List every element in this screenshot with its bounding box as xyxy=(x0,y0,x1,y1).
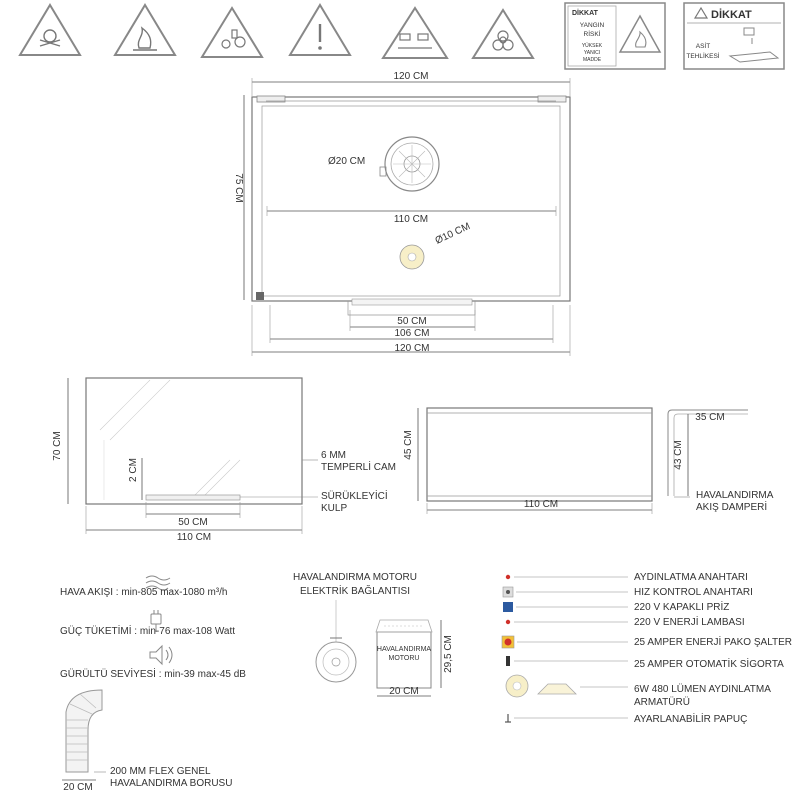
fuse-icon xyxy=(506,656,510,666)
sliding-handle xyxy=(145,494,241,501)
legend-socket: 220 V KAPAKLI PRİZ xyxy=(634,600,729,613)
oxidizer-icon xyxy=(200,6,264,58)
top-view: 120 CM 75 CM Ø20 CM 110 CM xyxy=(233,71,571,356)
spec-noise: GÜRÜLTÜ SEVİYESİ : min-39 max-45 dB xyxy=(60,667,246,680)
glass-width-label: 110 CM xyxy=(177,532,211,543)
glass-panel xyxy=(85,377,303,505)
component-legend: AYDINLATMA ANAHTARI HIZ KONTROL ANAHTARI… xyxy=(501,572,792,725)
legend-fixture-2: ARMATÜRÜ xyxy=(634,696,690,708)
acid-sign-line2: TEHLİKESİ xyxy=(686,51,719,60)
legend-fixture-1: 6W 480 LÜMEN AYDINLATMA xyxy=(634,683,771,695)
fire-sign-line3: YÜKSEK xyxy=(582,42,603,49)
side-width-label: 110 CM xyxy=(524,499,558,510)
bottom-120-label: 120 CM xyxy=(394,343,429,354)
speaker-icon xyxy=(149,644,173,666)
damper-label-1: HAVALANDIRMA xyxy=(696,490,774,501)
cabinet-side-outline xyxy=(426,407,653,502)
acid-sign-header: DİKKAT xyxy=(711,8,752,21)
flammable-icon xyxy=(113,3,177,56)
plug-icon xyxy=(150,610,162,632)
light-switch-icon xyxy=(505,574,511,580)
acid-hand-icon xyxy=(728,27,780,63)
damper-depth-label: 35 CM xyxy=(695,412,724,423)
inner-width-label: 110 CM xyxy=(394,214,428,225)
damper-height-label: 43 CM xyxy=(673,440,684,469)
damper-label-2: AKIŞ DAMPERİ xyxy=(696,500,767,513)
power-lamp-icon xyxy=(505,619,511,625)
motor-body-label-1: HAVALANDIRMA xyxy=(377,646,432,653)
legend-pako-switch: 25 AMPER ENERJİ PAKO ŞALTER xyxy=(634,635,792,648)
toxic-skull-icon xyxy=(18,3,82,56)
lighting-fixture-icon xyxy=(505,674,577,698)
motor-width-label: 20 CM xyxy=(389,686,418,697)
motor-connection: HAVALANDIRMA MOTORU ELEKTRİK BAĞLANTISI … xyxy=(293,572,454,697)
front-glass-view: 70 CM 2 CM 50 CM 110 CM 6 MM TEMPERLİ CA… xyxy=(52,377,396,543)
legend-light-switch: AYDINLATMA ANAHTARI xyxy=(634,572,748,583)
acid-danger-sign: DİKKAT ASİT TEHLİKESİ xyxy=(683,2,785,70)
warning-triangle-icon xyxy=(693,6,709,19)
fan-diameter-label: Ø20 CM xyxy=(328,156,365,167)
flex-pipe-width-label: 20 CM xyxy=(63,782,92,793)
side-height-label: 45 CM xyxy=(403,430,414,459)
handle-height-label: 2 CM xyxy=(128,458,139,482)
specs-block: HAVA AKIŞI : min-805 max-1080 m³/h GÜÇ T… xyxy=(60,575,246,680)
fire-sign-header: DİKKAT xyxy=(572,9,599,17)
general-warning-icon xyxy=(288,3,352,56)
fire-sign-line4: YANICI xyxy=(584,50,600,56)
legend-fuse: 25 AMPER OTOMATİK SİGORTA xyxy=(634,657,784,670)
motor-body-label-2: MOTORU xyxy=(389,655,420,662)
handle-width-label: 50 CM xyxy=(397,316,426,327)
legend-speed-switch: HIZ KONTROL ANAHTARI xyxy=(634,587,753,598)
fire-sign-line1: YANGIN xyxy=(580,22,605,29)
motor-body: HAVALANDIRMA MOTORU xyxy=(375,619,433,689)
flex-pipe-label-2: HAVALANDIRMA BORUSU xyxy=(110,778,232,789)
handle-type-label-2: KULP xyxy=(321,503,347,514)
motor-title-1: HAVALANDIRMA MOTORU xyxy=(293,572,417,583)
socket-icon xyxy=(503,602,513,612)
fire-sign-line5: MADDE xyxy=(583,57,602,63)
side-view: 45 CM 110 CM 35 CM 43 CM HAVALANDIRMA AK… xyxy=(403,407,774,514)
legend-foot: AYARLANABİLİR PAPUÇ xyxy=(634,712,747,725)
fan-icon xyxy=(379,136,440,192)
flex-pipe: 200 MM FLEX GENEL HAVALANDIRMA BORUSU 20… xyxy=(62,689,232,793)
motor-title-2: ELEKTRİK BAĞLANTISI xyxy=(300,584,410,597)
flex-pipe-label-1: 200 MM FLEX GENEL xyxy=(110,766,211,777)
top-width-label: 120 CM xyxy=(393,71,428,82)
glass-height-label: 70 CM xyxy=(52,431,63,460)
handle-type-label-1: SÜRÜKLEYİCİ xyxy=(321,489,388,502)
motor-fan-icon xyxy=(315,600,357,683)
top-height-label: 75 CM xyxy=(233,173,244,202)
spec-airflow: HAVA AKIŞI : min-805 max-1080 m³/h xyxy=(60,587,227,598)
lamp-diameter-label: Ø10 CM xyxy=(434,221,472,247)
glass-handle-width-label: 50 CM xyxy=(178,517,207,528)
fire-sign-line2: RİSKİ xyxy=(584,29,601,38)
spec-power: GÜÇ TÜKETİMİ : min-76 max-108 Watt xyxy=(60,624,235,637)
corrosive-icon xyxy=(381,6,449,59)
airflow-icon xyxy=(145,575,171,591)
bottom-106-label: 106 CM xyxy=(394,328,429,339)
glass-type-label-1: 6 MM xyxy=(321,450,346,461)
motor-height-label: 29,5 CM xyxy=(443,635,454,673)
warning-icons-row xyxy=(18,3,535,59)
legend-power-lamp: 220 V ENERJİ LAMBASI xyxy=(634,615,745,628)
cabinet-top-outline xyxy=(251,96,571,302)
glass-type-label-2: TEMPERLİ CAM xyxy=(321,460,396,473)
flame-warning-icon xyxy=(618,14,662,53)
fire-risk-sign: DİKKAT YANGIN RİSKİ YÜKSEK YANICI MADDE xyxy=(564,2,666,70)
corner-foot-icon xyxy=(256,292,264,300)
acid-sign-line1: ASİT xyxy=(696,41,710,50)
biohazard-icon xyxy=(471,8,535,59)
lamp-icon xyxy=(399,244,425,270)
